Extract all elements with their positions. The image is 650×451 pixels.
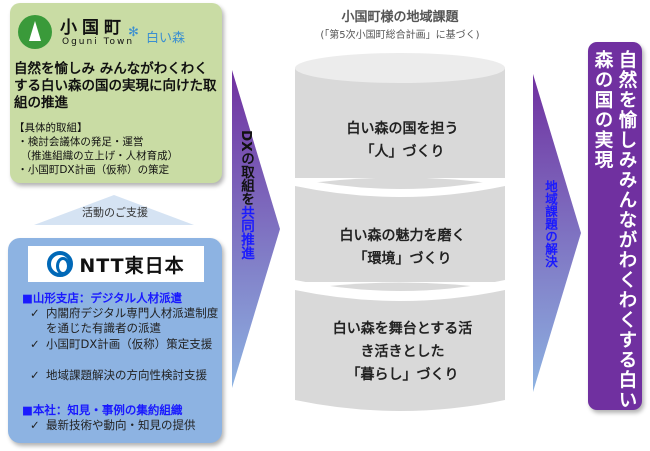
issues-title: 小国町様の地域課題 [341,10,459,25]
brand-logo: 白い森 [146,31,186,46]
section-title: ■本社：知見・事例の集約組織 [22,403,183,417]
town-name-en: Oguni Town [62,37,135,47]
solve-arrow-label: 地域課題の解決 [543,180,558,268]
list-item: ✓ 地域課題解決の方向性検討支援 [30,368,220,383]
dx-label-b: 共同推進 [238,205,254,260]
section-title: ■山形支店：デジタル人材派遣 [22,291,183,305]
issues-cylinder [295,53,505,411]
oguni-town-logo-icon [18,15,52,49]
town-initiatives: 【具体的取組】 ・検討会議体の発足・運営 （推進組織の立上げ・人材育成） ・小国… [14,122,179,176]
snowflake-icon: ✻ [128,25,139,40]
list-item: ✓ 最新技術や動向・知見の提供 [30,418,220,433]
issues-subtitle: (「第5次小国町総合計画」に基づく) [320,30,480,41]
check-icon: ✓ [30,418,40,432]
support-arrow-icon [34,195,194,225]
issue-layer-living: 白い森を舞台とする活 き活きとした 「暮らし」づくり [332,321,473,383]
ntt-name: NTT東日本 [79,254,185,277]
list-item: ✓ 内閣府デジタル専門人材派遣制度を通じた有識者の派遣 [30,306,220,336]
check-icon: ✓ [30,337,40,351]
list-item: ✓ 小国町DX計画（仮称）策定支援 [30,337,220,352]
ntt-logo-icon [47,251,74,277]
town-name: 小国町 [60,18,126,38]
item-text: 最新技術や動向・知見の提供 [46,418,196,432]
item-text: 小国町DX計画（仮称）策定支援 [46,337,213,351]
item-text: 地域課題解決の方向性検討支援 [46,368,207,382]
town-goal-title: 自然を愉しみ みんながわくわくする白い森の国の実現に向けた取組の推進 [14,61,217,111]
goal-text: 自然を愉しみみんながわくわくする白い森の国の実現 [592,50,637,410]
ntt-banner: NTT東日本 [28,246,204,282]
check-icon: ✓ [30,368,40,382]
solve-chevron-arrow-icon [533,74,581,392]
oguni-town-panel: 小国町 Oguni Town ✻ 白い森 自然を愉しみ みんながわくわくする白い… [10,3,222,183]
ntt-east-panel: NTT東日本 ■山形支店：デジタル人材派遣 ✓ 内閣府デジタル専門人材派遣制度を通… [8,238,222,443]
dx-arrow-label: DXの取組を共同推進 [238,130,254,260]
goal-box: 自然を愉しみみんながわくわくする白い森の国の実現 [588,42,642,410]
dx-chevron-arrow-icon [232,70,280,388]
issue-layer-people: 白い森の国を担う 「人」づくり [346,121,459,160]
item-text: 内閣府デジタル専門人材派遣制度を通じた有識者の派遣 [46,306,219,335]
check-icon: ✓ [30,306,40,320]
dx-label-a: DXの取組を [238,130,254,206]
support-label: 活動のご支援 [82,206,148,219]
issue-layer-environment: 白い森の魅力を磨く 「環境」づくり [339,228,466,267]
